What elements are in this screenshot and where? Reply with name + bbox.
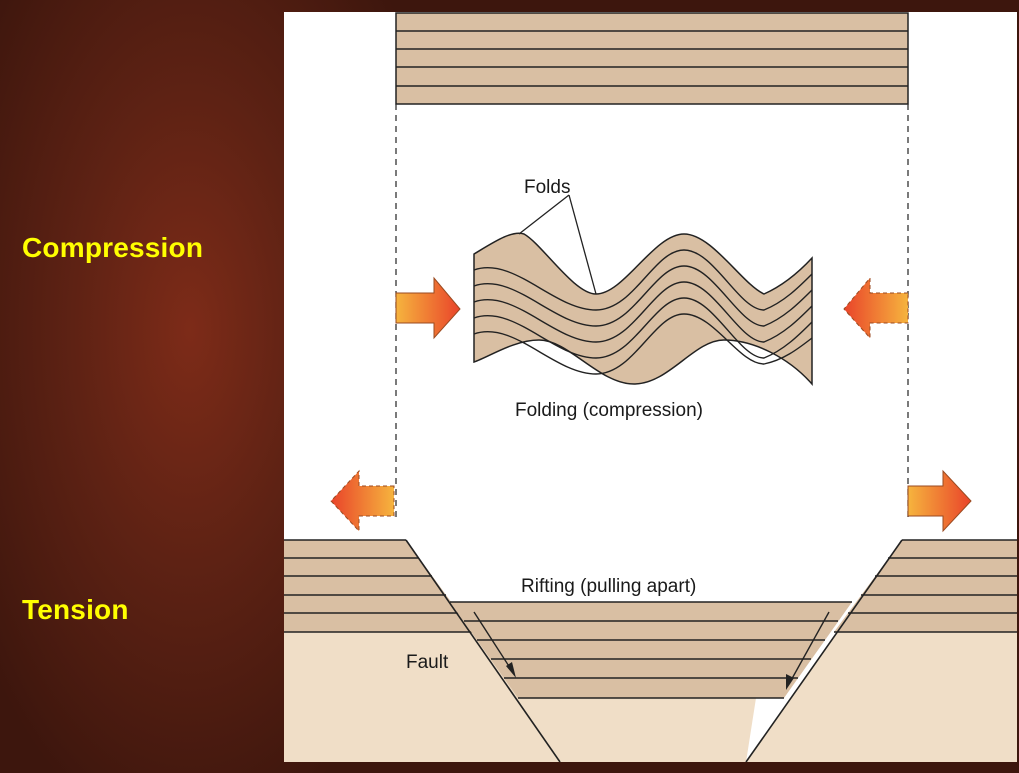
folds-pointer-lines [518,194,597,295]
compression-arrow-right [395,276,461,340]
rifting-caption: Rifting (pulling apart) [521,576,696,597]
compression-arrow-left [843,276,909,340]
tension-label: Tension [22,594,129,625]
flat-rock-layers [395,12,909,105]
tension-arrow-right [907,469,972,533]
fault-label: Fault [406,652,449,673]
dashed-guides [395,104,909,517]
folding-caption: Folding (compression) [515,400,703,421]
rift-left-layers [284,539,473,633]
rift-center-layers [450,601,852,699]
compression-label: Compression [22,232,204,263]
folded-rock-layers [473,232,813,386]
tension-arrow-left [330,469,395,533]
fault-lines [405,539,903,762]
geology-diagram: Folds Folding (compression) Rifting (pul… [284,12,1017,762]
fault-arrow-right [786,611,830,690]
diagram-svg: Folds Folding (compression) Rifting (pul… [284,12,1017,762]
folds-label: Folds [524,177,570,198]
rift-right-layers [834,539,1017,633]
fault-arrow-left [473,611,516,678]
